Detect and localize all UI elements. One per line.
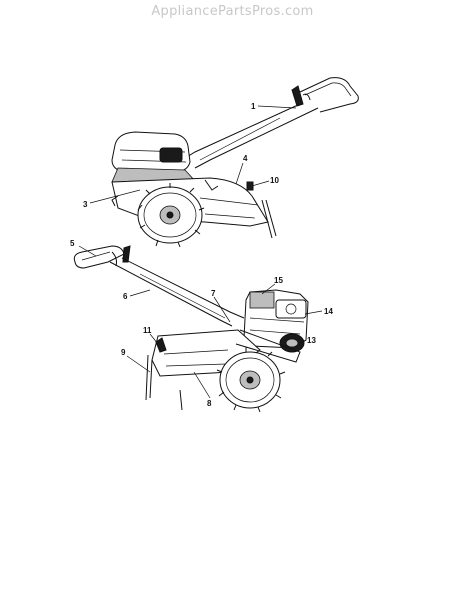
callout-13: 13 bbox=[307, 336, 316, 345]
engine bbox=[111, 131, 197, 183]
handle-arm bbox=[194, 107, 319, 169]
callout-7: 7 bbox=[211, 289, 216, 298]
control-lever bbox=[291, 85, 304, 107]
recoil-starter bbox=[279, 333, 305, 353]
wheel-bottom bbox=[216, 347, 286, 413]
callout-3: 3 bbox=[83, 200, 88, 209]
callout-1: 1 bbox=[251, 102, 256, 111]
callout-labels: 1 3 4 10 5 6 7 15 14 13 11 9 8 bbox=[70, 102, 333, 408]
wheel-top bbox=[137, 183, 205, 248]
callout-leaders bbox=[78, 105, 323, 399]
callout-8: 8 bbox=[207, 399, 212, 408]
callout-5: 5 bbox=[70, 239, 75, 248]
callout-10: 10 bbox=[270, 176, 279, 185]
watermark: AppliancePartsPros.com bbox=[151, 4, 314, 19]
callout-6: 6 bbox=[123, 292, 128, 301]
tiller-bottom-view bbox=[73, 245, 309, 413]
handlebar-grip-bottom bbox=[73, 245, 125, 269]
callout-4: 4 bbox=[243, 154, 248, 163]
callout-9: 9 bbox=[121, 348, 126, 357]
control-lever-bottom bbox=[122, 245, 131, 263]
depth-stake bbox=[204, 179, 219, 191]
callout-15: 15 bbox=[274, 276, 283, 285]
tiller-top-view bbox=[111, 77, 359, 248]
callout-14: 14 bbox=[324, 307, 333, 316]
callout-11: 11 bbox=[143, 326, 152, 335]
handlebar-grip bbox=[299, 77, 359, 113]
